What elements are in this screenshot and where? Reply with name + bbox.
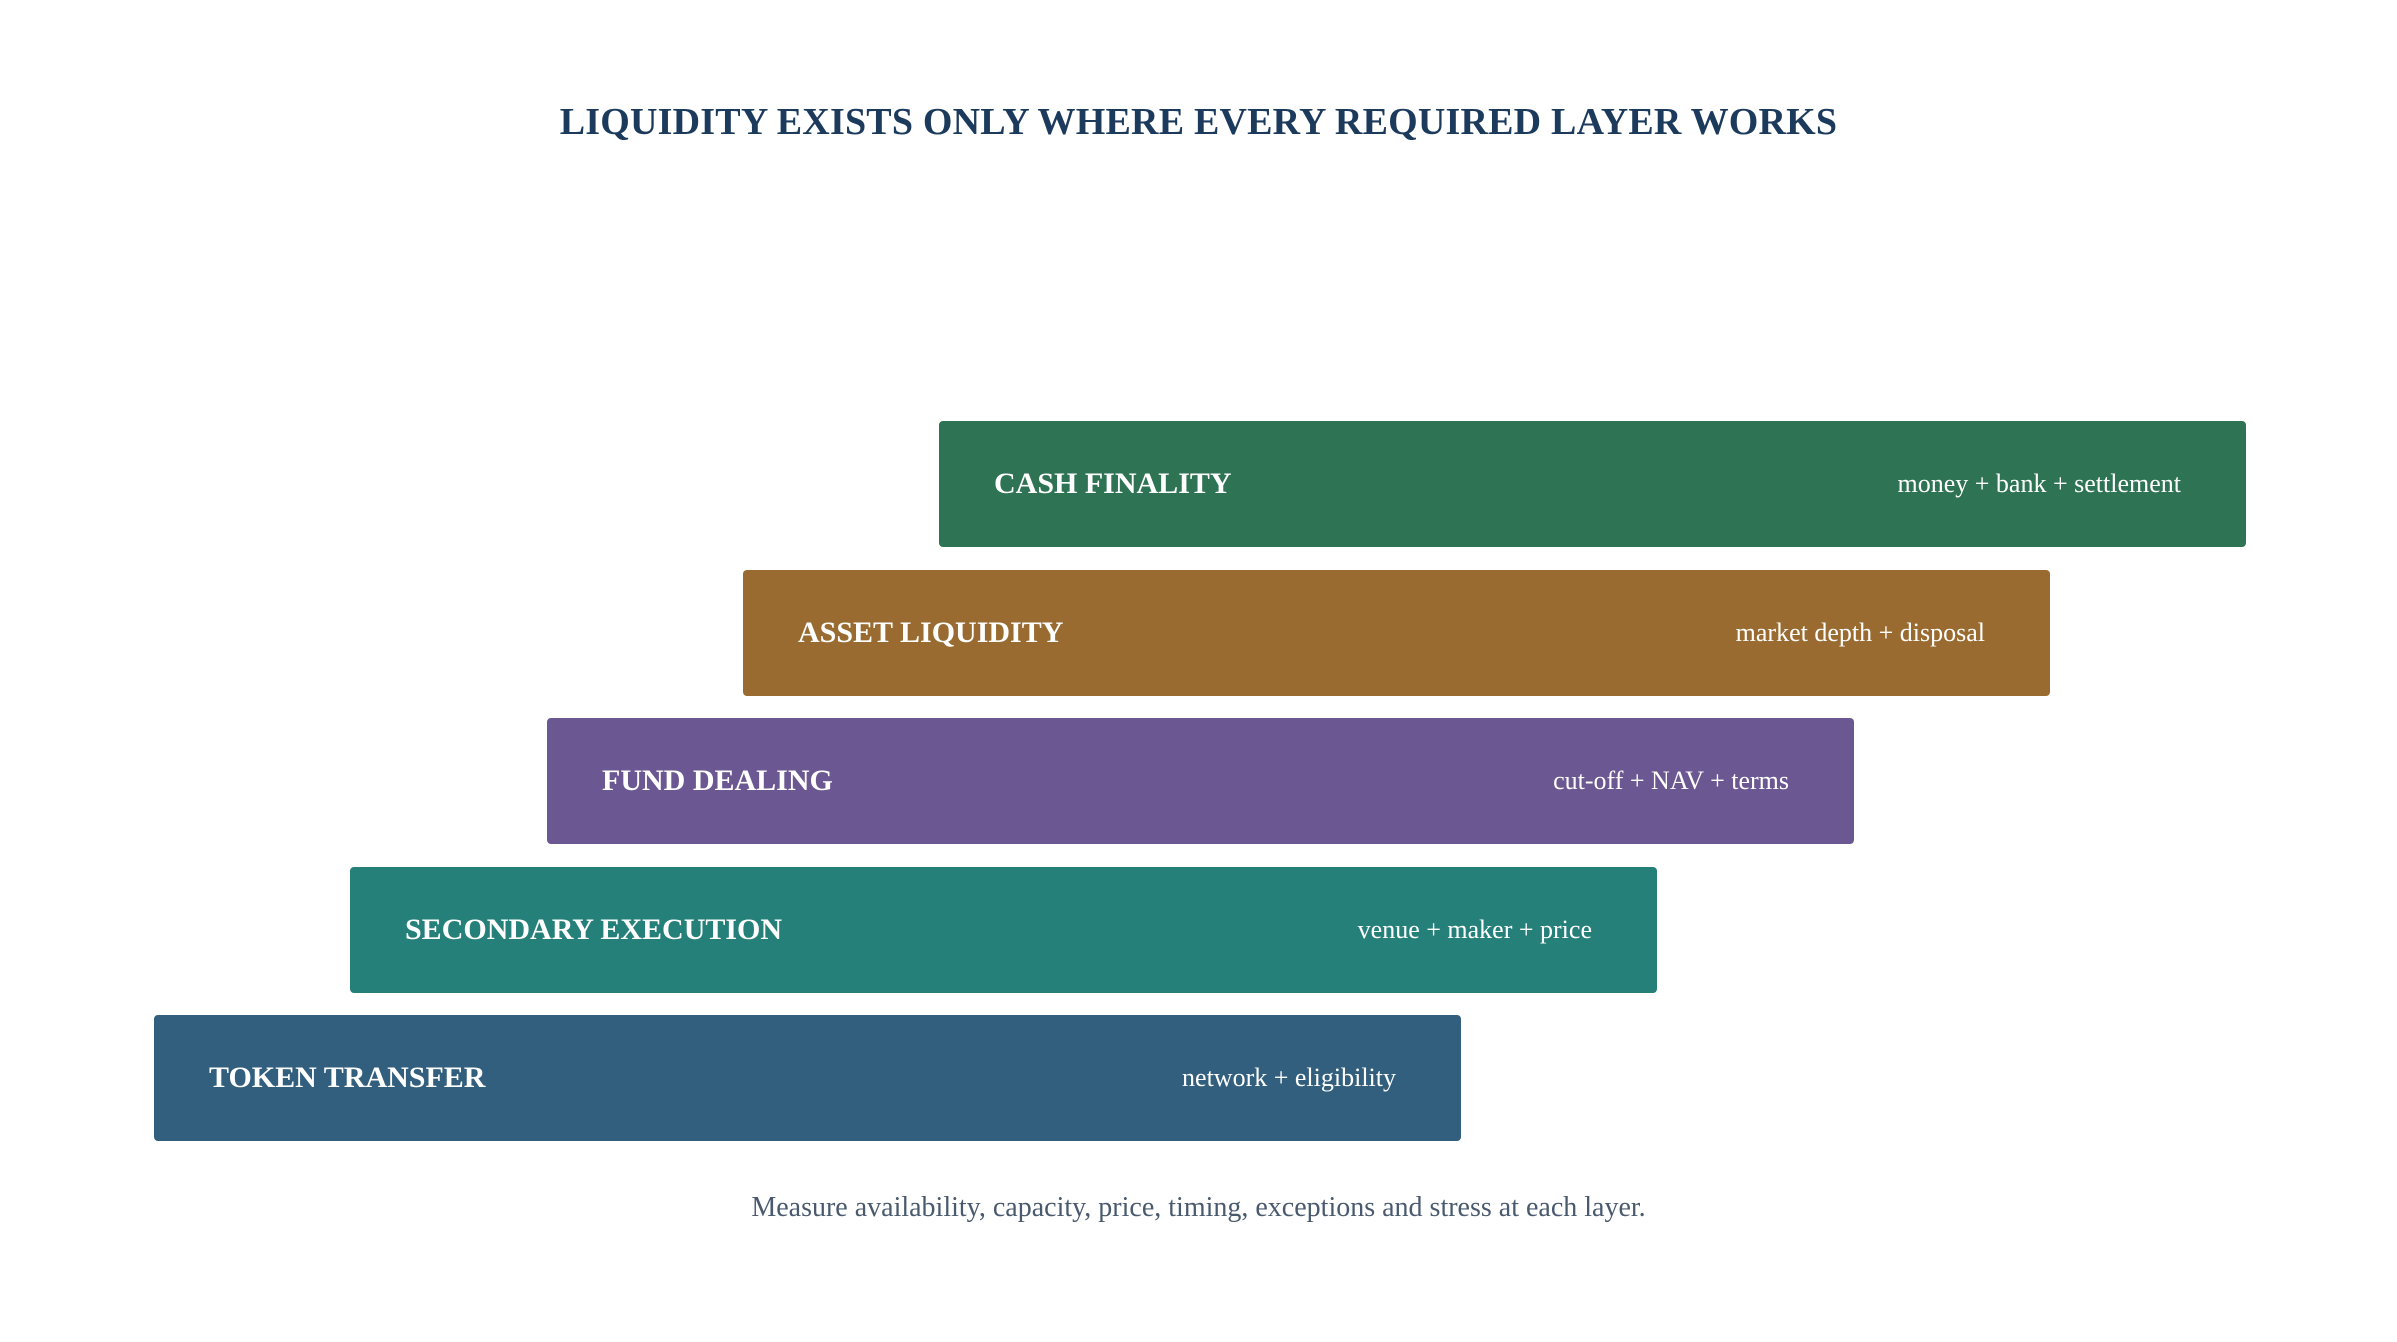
layer-description: venue + maker + price — [1357, 915, 1592, 944]
layer-label: SECONDARY EXECUTION — [405, 913, 783, 946]
layer-secondary-execution: SECONDARY EXECUTION venue + maker + pric… — [350, 867, 1657, 993]
layer-label: TOKEN TRANSFER — [209, 1061, 486, 1094]
layer-label: ASSET LIQUIDITY — [798, 616, 1064, 649]
layer-asset-liquidity: ASSET LIQUIDITY market depth + disposal — [743, 570, 2050, 696]
layer-cash-finality: CASH FINALITY money + bank + settlement — [939, 421, 2246, 547]
layer-token-transfer: TOKEN TRANSFER network + eligibility — [154, 1015, 1461, 1141]
layer-label: CASH FINALITY — [994, 467, 1232, 500]
layer-label: FUND DEALING — [602, 764, 833, 797]
diagram-title: LIQUIDITY EXISTS ONLY WHERE EVERY REQUIR… — [559, 101, 1838, 143]
footer-note: Measure availability, capacity, price, t… — [751, 1192, 1646, 1223]
layer-description: network + eligibility — [1182, 1063, 1396, 1092]
layer-fund-dealing: FUND DEALING cut-off + NAV + terms — [547, 718, 1854, 844]
layer-description: market depth + disposal — [1735, 618, 1985, 647]
layer-description: cut-off + NAV + terms — [1553, 766, 1789, 795]
layer-description: money + bank + settlement — [1897, 469, 2182, 498]
